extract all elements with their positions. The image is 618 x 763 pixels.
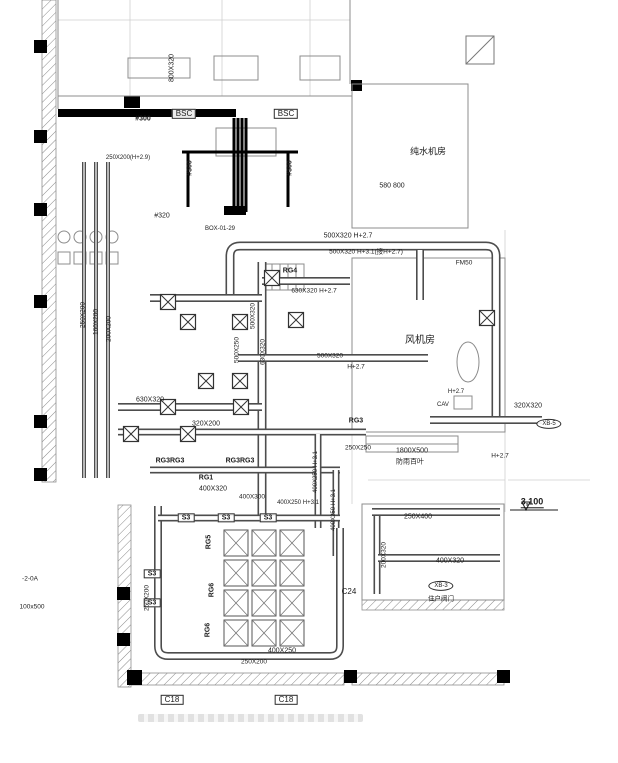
equipment-cell [223,589,249,617]
diffuser-icon [263,269,281,287]
section-symbol [465,35,495,65]
diffuser-icon [179,425,197,443]
damper-symbol [57,230,71,244]
equipment-cell [279,589,305,617]
diffuser-icon [159,293,177,311]
diffuser-layer [122,269,496,443]
elevation-mark [510,501,558,512]
diffuser-icon [287,311,305,329]
equipment-cell [223,559,249,587]
bench [127,57,191,79]
diffuser-icon [232,398,250,416]
diffuser-icon [159,398,177,416]
equipment-cell [223,619,249,647]
equipment-cell [279,529,305,557]
equipment-cell [251,529,277,557]
duct-layer [82,118,542,660]
diffuser-icon [179,313,197,331]
cav-box [453,395,473,410]
equipment-cell [251,589,277,617]
bench [299,55,341,81]
fan-room [351,257,506,433]
lower-right-room [361,503,505,601]
pure-water-room [351,83,469,229]
room-outline-layer [57,0,558,601]
wall-layer [34,0,510,688]
rain-louver [365,435,459,453]
equipment-cell [279,559,305,587]
column-markers [34,40,510,685]
hydrant-box [124,96,140,108]
caption-smudge [138,714,363,722]
diffuser-icon [231,372,249,390]
equipment-cell [251,559,277,587]
diffuser-icon [231,313,249,331]
equipment-cell [251,619,277,647]
black-wall-top [58,109,236,117]
diffuser-icon [478,309,496,327]
diffuser-icon [197,372,215,390]
equipment-grid-layer [223,529,305,647]
diffuser-icon [122,425,140,443]
equipment-cell [223,529,249,557]
fan-symbol [456,341,480,383]
bench [213,55,259,81]
valve-box [57,251,71,265]
equipment-cell [279,619,305,647]
